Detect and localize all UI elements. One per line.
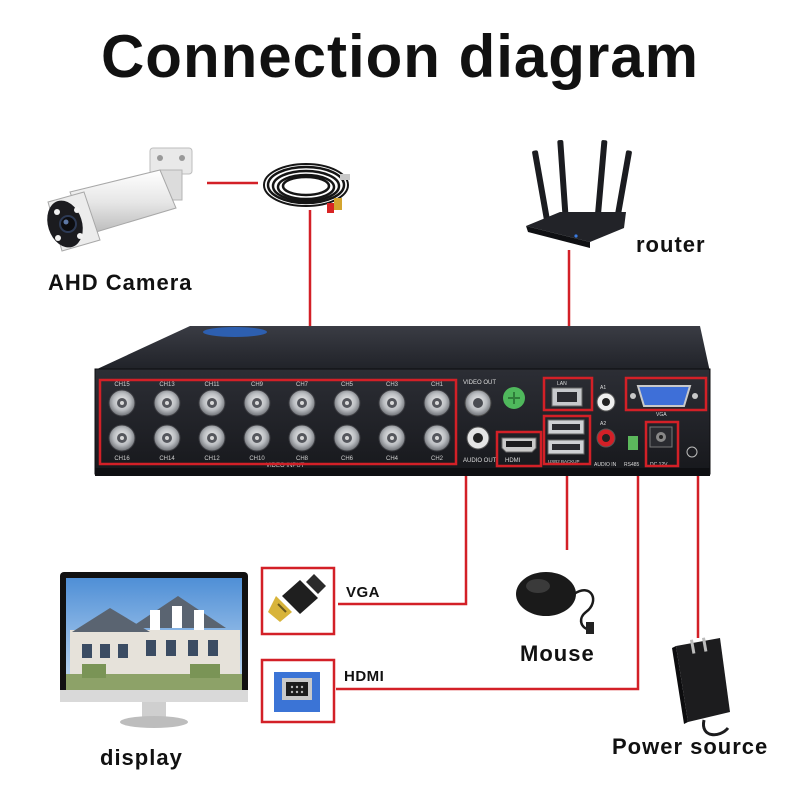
lan-port bbox=[551, 387, 583, 407]
channel-label: CH3 bbox=[386, 382, 399, 388]
bnc-port-ch3: CH3 bbox=[378, 382, 406, 417]
highlight-dc-port bbox=[644, 420, 680, 468]
page-title: Connection diagram bbox=[100, 23, 700, 90]
usb-text: USB2 BACKUP bbox=[548, 459, 580, 464]
channel-label: CH11 bbox=[205, 382, 221, 388]
a2-text: A2 bbox=[600, 421, 606, 427]
vga-port-to-hdmi-icon-line bbox=[336, 409, 640, 691]
audio-out-text: AUDIO OUT bbox=[463, 458, 497, 464]
power-adapter bbox=[672, 637, 730, 737]
bnc-port-ch13: CH13 bbox=[153, 382, 181, 417]
vga-port-text: VGA bbox=[656, 412, 667, 418]
channel-label: CH15 bbox=[114, 382, 130, 388]
power-label: Power source bbox=[612, 734, 769, 759]
mouse bbox=[516, 572, 595, 634]
highlight-usb-ports bbox=[542, 414, 592, 466]
bnc-port-ch2: CH2 bbox=[423, 424, 451, 462]
highlight-vga-port bbox=[624, 376, 708, 412]
router bbox=[526, 140, 632, 248]
highlight-hdmi-port bbox=[495, 430, 543, 468]
vga-port: VGA bbox=[630, 385, 698, 418]
bnc-cable-coil bbox=[263, 163, 350, 213]
channel-label: CH4 bbox=[386, 456, 399, 462]
display-monitor bbox=[60, 572, 248, 728]
channel-label: CH7 bbox=[296, 382, 309, 388]
mouse-label: Mouse bbox=[520, 641, 595, 666]
hdmi-cable-icon bbox=[260, 658, 336, 724]
ground-icon bbox=[686, 446, 698, 458]
a1-text: A1 bbox=[600, 385, 606, 391]
port-highlights bbox=[98, 376, 708, 468]
camera-label: AHD Camera bbox=[48, 270, 193, 295]
channel-label: CH9 bbox=[251, 382, 264, 388]
bnc-port-ch10: CH10 bbox=[243, 424, 271, 462]
bnc-port-ch16: CH16 bbox=[108, 424, 136, 462]
vga-label: VGA bbox=[346, 584, 381, 601]
bnc-port-ch9: CH9 bbox=[243, 382, 271, 417]
channel-label: CH13 bbox=[159, 382, 175, 388]
lan-text: LAN bbox=[557, 381, 567, 387]
rs485-text: RS485 bbox=[624, 462, 640, 468]
bnc-port-ch1: CH1 bbox=[423, 382, 451, 417]
channel-label: CH6 bbox=[341, 456, 354, 462]
bnc-port-ch4: CH4 bbox=[378, 424, 406, 462]
hdmi-label: HDMI bbox=[344, 668, 385, 685]
channel-label: CH2 bbox=[431, 456, 444, 462]
audio-in-ports: A1 A2 AUDIO IN bbox=[594, 385, 617, 468]
channel-label: CH16 bbox=[114, 456, 130, 462]
bnc-port-ch11: CH11 bbox=[198, 382, 226, 417]
bnc-port-ch7: CH7 bbox=[288, 382, 316, 417]
audio-in-text: AUDIO IN bbox=[594, 462, 617, 468]
bnc-port-ch5: CH5 bbox=[333, 382, 361, 417]
bnc-port-ch6: CH6 bbox=[333, 424, 361, 462]
bnc-port-ch12: CH12 bbox=[198, 424, 226, 462]
bnc-port-ch15: CH15 bbox=[108, 382, 136, 417]
channel-label: CH12 bbox=[204, 456, 220, 462]
video-out-text: VIDEO OUT bbox=[463, 380, 496, 386]
video-input-text: VIDEO INPUT bbox=[266, 463, 305, 469]
router-label: router bbox=[636, 232, 706, 257]
channel-label: CH14 bbox=[159, 456, 175, 462]
display-label: display bbox=[100, 745, 183, 770]
channel-label: CH10 bbox=[249, 456, 265, 462]
vga-cable-icon bbox=[260, 566, 336, 636]
hdmi-port-to-vga-icon-line bbox=[338, 462, 519, 606]
video-out-port bbox=[464, 389, 492, 417]
audio-out-port bbox=[466, 426, 490, 450]
bnc-port-ch8: CH8 bbox=[288, 424, 316, 462]
channel-label: CH5 bbox=[341, 382, 354, 388]
channel-label: CH8 bbox=[296, 456, 309, 462]
highlight-lan-port bbox=[542, 376, 594, 412]
hdmi-port-text: HDMI bbox=[505, 458, 521, 464]
usb-ports: USB2 BACKUP bbox=[547, 419, 585, 464]
bnc-port-ch14: CH14 bbox=[153, 424, 181, 462]
ahd-camera bbox=[47, 147, 193, 252]
channel-label: CH1 bbox=[431, 382, 444, 388]
rs485-terminal bbox=[628, 436, 638, 450]
highlight-video-input bbox=[98, 378, 458, 466]
hdmi-port: HDMI bbox=[501, 437, 537, 464]
